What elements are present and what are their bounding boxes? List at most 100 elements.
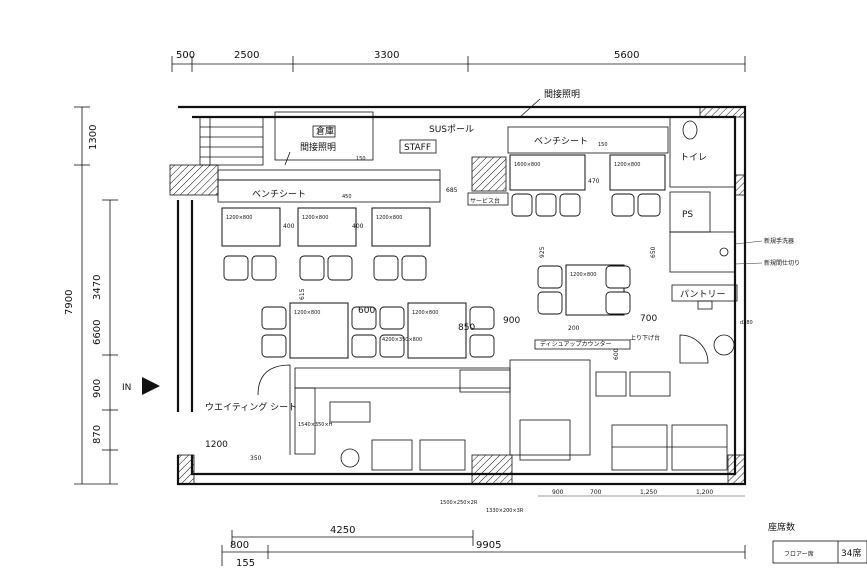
dim-top-5600: 5600 [614,50,639,61]
svg-text:470: 470 [588,178,600,185]
svg-text:150: 150 [356,156,366,162]
pantry-label: パントリー [680,289,725,300]
dim-top-2500: 2500 [234,50,259,61]
pantry: パントリー d280 [671,284,753,356]
left-dimension: 1300 7900 3470 6600 900 870 [64,106,118,485]
bench-right-label: ベンチシート [534,136,588,147]
dim-bottom-800: 800 [230,540,249,551]
seat-count-value: 34席 [841,547,861,559]
svg-text:400: 400 [283,223,295,230]
kitchen: ディシュアップカウンター 上り下げ台 1540×350×H 4200×350×8… [294,334,728,514]
svg-text:1500×250×2R: 1500×250×2R [440,500,478,506]
chair [351,306,377,330]
dim-left-3470: 3470 [92,275,103,300]
floor-seat-label: フロアー席 [784,550,814,558]
sus-pole-label: SUSポール [429,124,474,135]
dim-br-1200: 1,200 [696,489,713,496]
table-size-label: 1200×800 [226,215,252,221]
toilet-label: トイレ [680,153,707,163]
dim-top-500: 500 [176,50,195,61]
svg-text:150: 150 [598,142,608,148]
note-new-sink: 新規手洗器 [764,237,794,245]
chair [537,291,563,315]
display-counter-label: ディシュアップカウンター [540,340,611,348]
storage-label: 倉庫 [316,125,334,137]
dim-left-6600: 6600 [92,320,103,345]
svg-text:1540×350×H: 1540×350×H [298,422,333,428]
dim-bottom-4250: 4250 [330,525,355,536]
chair [537,265,563,289]
chair [373,255,399,281]
service-counter: サービス台 [467,156,509,206]
table-size-label: 1200×800 [294,310,320,316]
entrance-label: IN [122,383,131,393]
svg-text:350: 350 [250,455,262,462]
table [509,154,586,191]
chair [223,255,249,281]
dim-left-900: 900 [92,379,103,398]
svg-text:600: 600 [358,306,375,316]
ps-label: PS [682,210,693,220]
svg-text:615: 615 [299,288,306,300]
svg-text:200: 200 [568,325,580,332]
chair [605,291,631,315]
dim-left-870: 870 [92,425,103,444]
indirect-light-top: 間接照明 [544,88,580,100]
dim-br-1250: 1,250 [640,489,657,496]
svg-text:400: 400 [352,223,364,230]
svg-text:700: 700 [640,314,657,324]
chair [299,255,325,281]
chair [535,193,557,217]
dim-top-3300: 3300 [374,50,399,61]
table-size-label: 1600×800 [514,162,540,168]
table-size-label: 1200×800 [302,215,328,221]
chair [327,255,353,281]
storage-room: 倉庫 間接照明 [274,111,374,166]
stairs [199,116,264,166]
note-new-lighting: 新規間仕切り [764,259,800,267]
chair [261,306,287,330]
dim-br-700: 700 [590,489,602,496]
chair [261,334,287,358]
bench-seat-right: ベンチシート 150 470 [507,126,669,185]
table [371,207,431,247]
chair [637,193,661,217]
svg-text:d280: d280 [740,320,753,326]
svg-text:4200×350×800: 4200×350×800 [382,337,422,343]
svg-text:685: 685 [446,187,458,194]
bench-left-label: ベンチシート [252,189,306,200]
chair [469,306,495,330]
chair [351,334,377,358]
table [289,302,349,359]
dim-br-900: 900 [552,489,564,496]
chair [379,334,405,358]
dim-bottom-155: 155 [236,558,255,569]
chair [379,306,405,330]
seat-count-label: 座席数 [768,521,795,533]
table-size-label: 1200×800 [614,162,640,168]
svg-text:850: 850 [458,323,475,333]
top-dimension: 500 2500 3300 5600 [171,50,746,72]
svg-text:650: 650 [650,246,657,258]
chair [251,255,277,281]
dim-bottom-9905: 9905 [476,540,501,551]
svg-text:600: 600 [613,348,620,360]
waiting-seat-label: ウエイティング シート [205,401,297,413]
title-block: 座席数 フロアー席 34席 [768,521,867,564]
svg-text:900: 900 [503,316,520,326]
table [297,207,357,247]
chair [401,255,427,281]
bench-seat-left: ベンチシート 450 150 685 [217,156,458,203]
chair [605,265,631,289]
svg-text:1330×200×3R: 1330×200×3R [486,508,524,514]
svg-text:1200: 1200 [205,440,228,450]
chair [469,334,495,358]
table [609,154,666,191]
toilet-area: トイレ PS 新規手洗器 新規間仕切り [669,116,800,273]
staff-label: STAFF [404,143,431,153]
chair [611,193,635,217]
dim-left-1300: 1300 [88,125,99,150]
outer-walls [169,105,747,486]
